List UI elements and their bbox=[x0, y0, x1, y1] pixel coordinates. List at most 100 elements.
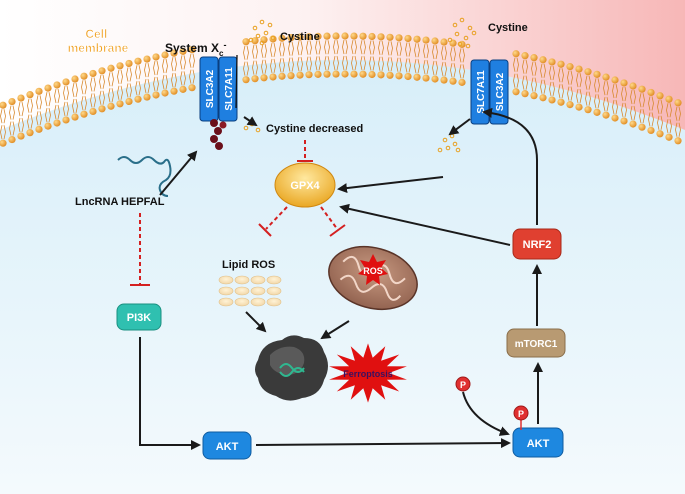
lipid-head-outer bbox=[188, 46, 196, 54]
lipid-tail-inner bbox=[135, 81, 141, 96]
cystine-label-right: Cystine bbox=[488, 22, 528, 34]
lipid-tail-outer bbox=[612, 83, 618, 99]
lipid-head-inner bbox=[395, 72, 403, 80]
akt-right-label: AKT bbox=[527, 438, 550, 450]
lipid-head-outer bbox=[422, 36, 430, 44]
lipid-head-inner bbox=[260, 74, 268, 82]
mitochondrion-icon: ROS bbox=[328, 246, 418, 310]
arrow-right-transporter-inward bbox=[448, 118, 471, 136]
lipid-tail-outer bbox=[666, 103, 672, 118]
lipid-head-inner bbox=[314, 70, 322, 78]
lipid-droplet bbox=[218, 286, 234, 296]
lipid-tail-outer bbox=[540, 63, 546, 78]
lipid-tail-outer bbox=[522, 59, 528, 74]
arrow-transporter-to-cystine bbox=[243, 116, 258, 127]
lipid-tail-inner bbox=[45, 108, 51, 123]
lipid-head-inner bbox=[35, 125, 43, 133]
lipid-tail-outer bbox=[441, 45, 447, 61]
ferroptosis-label: Ferroptosis bbox=[343, 369, 393, 379]
lipid-tail-outer bbox=[594, 78, 600, 93]
cystine-dot bbox=[437, 147, 443, 153]
lipid-head-outer bbox=[26, 91, 34, 99]
lipid-tail-outer bbox=[432, 44, 438, 60]
arrow-cystine-to-gpx4 bbox=[337, 176, 444, 194]
lipid-tail-inner bbox=[639, 109, 645, 124]
dying-cell-icon bbox=[255, 335, 328, 401]
lipid-head-inner bbox=[440, 76, 448, 84]
lipid-tail-inner bbox=[324, 56, 330, 71]
lipid-tail-outer bbox=[513, 57, 519, 72]
pi3k-node bbox=[116, 303, 162, 331]
lipid-tail-outer bbox=[81, 80, 87, 95]
lipid-bilayer bbox=[0, 32, 682, 147]
lipid-tail-outer bbox=[648, 96, 654, 111]
lipid-head-inner bbox=[179, 85, 187, 93]
lipid-tail-outer bbox=[90, 77, 96, 92]
lipid-head-inner bbox=[278, 72, 286, 80]
lipid-droplet bbox=[266, 286, 282, 296]
lipid-head-inner bbox=[188, 84, 196, 92]
lipid-head-inner bbox=[584, 106, 592, 114]
lipid-head-outer bbox=[593, 70, 601, 78]
lipid-tail-inner bbox=[648, 112, 654, 127]
lipid-head-outer bbox=[8, 97, 16, 106]
lipid-head-inner bbox=[620, 117, 628, 125]
lipid-tail-outer bbox=[558, 68, 564, 83]
lipid-head-inner bbox=[8, 135, 16, 144]
lipid-tail-inner bbox=[675, 122, 681, 137]
lipid-head-inner bbox=[0, 139, 7, 147]
lipid-tail-outer bbox=[351, 39, 357, 55]
lipid-head-outer bbox=[35, 87, 43, 95]
lipid-tail-inner bbox=[513, 73, 519, 88]
lipid-tail-outer bbox=[567, 70, 573, 85]
ferroptosis-burst bbox=[329, 343, 407, 403]
lipid-head-inner bbox=[44, 122, 52, 130]
lipid-head-outer bbox=[0, 101, 7, 109]
lipid-droplet bbox=[234, 286, 250, 296]
arrow-lipidros-to-cell bbox=[245, 311, 267, 333]
lipid-tail-outer bbox=[252, 44, 258, 59]
lipid-tail-outer bbox=[171, 57, 177, 72]
lipid-head-inner bbox=[107, 102, 115, 110]
lipid-tail-outer bbox=[261, 43, 267, 58]
lipid-tail-inner bbox=[126, 83, 132, 98]
gpx4-node bbox=[274, 162, 336, 208]
lipid-tail-outer bbox=[423, 43, 429, 59]
arrow-phospho-to-akt bbox=[462, 391, 510, 436]
akt-left-node bbox=[202, 431, 252, 460]
lipid-head-outer bbox=[404, 34, 412, 43]
lipid-droplet bbox=[234, 275, 250, 285]
lncrna-squiggle-icon bbox=[117, 156, 172, 197]
lipid-tail-inner bbox=[162, 74, 168, 90]
lipid-head-outer bbox=[620, 79, 628, 87]
lipid-head-inner bbox=[62, 116, 70, 124]
lipid-tail-inner bbox=[459, 64, 465, 79]
lipid-head-outer bbox=[278, 34, 286, 42]
phospho-on-akt: P bbox=[513, 405, 529, 430]
lipid-head-outer bbox=[125, 59, 133, 68]
lipid-tail-inner bbox=[117, 85, 123, 100]
lipid-tail-inner bbox=[594, 94, 600, 109]
lipid-head-outer bbox=[80, 72, 88, 80]
cystine-dot bbox=[471, 30, 477, 36]
lipid-tail-inner bbox=[189, 69, 195, 84]
lipid-droplet bbox=[218, 275, 234, 285]
lipid-head-inner bbox=[674, 137, 682, 145]
arrow-lncrna-to-transporter bbox=[159, 150, 198, 196]
lipid-tail-inner bbox=[585, 91, 591, 106]
lipid-tail-outer bbox=[639, 93, 645, 108]
lipid-head-outer bbox=[116, 62, 124, 70]
lipid-tail-outer bbox=[180, 55, 186, 70]
inhibit-gpx4-mito bbox=[320, 206, 339, 231]
lipid-head-outer bbox=[179, 47, 187, 55]
lipid-tail-outer bbox=[387, 41, 393, 56]
lipid-head-inner bbox=[305, 71, 313, 79]
lipid-tail-inner bbox=[549, 81, 555, 97]
lipid-tail-outer bbox=[342, 39, 348, 55]
lipid-head-outer bbox=[377, 33, 385, 41]
lipid-tail-outer bbox=[378, 40, 384, 55]
lipid-head-inner bbox=[296, 71, 304, 79]
lncrna-label: LncRNA HEPFAL bbox=[75, 196, 165, 208]
cystine-dot bbox=[259, 19, 265, 25]
